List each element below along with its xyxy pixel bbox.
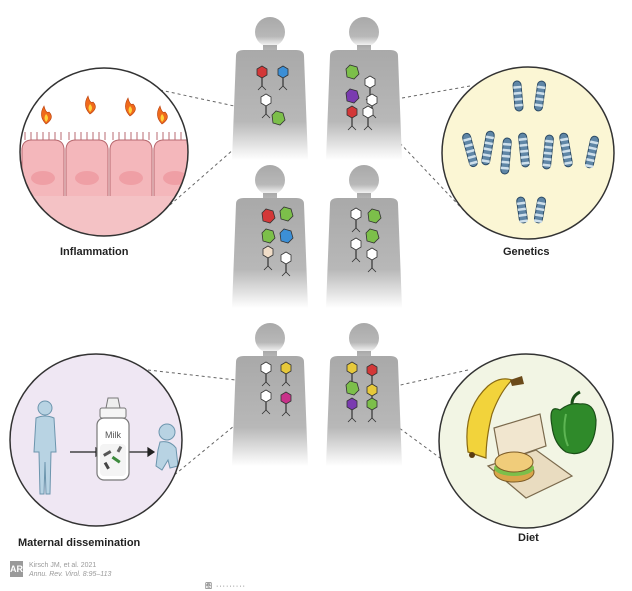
maternal-circle: Milk	[9, 353, 183, 527]
phage-icon	[262, 245, 274, 271]
phage-icon	[350, 237, 362, 263]
person-silhouette	[326, 323, 402, 466]
figure-caption: 图 ·········	[205, 583, 246, 590]
phage-icon	[260, 93, 272, 119]
phage-icon	[364, 75, 376, 101]
baby-icon	[155, 423, 179, 471]
bell-pepper-icon	[550, 390, 597, 455]
connector-lines	[147, 85, 471, 491]
intestinal-villi	[21, 132, 188, 201]
phage-icon	[366, 247, 378, 273]
person-silhouette	[326, 17, 402, 160]
chromosome-icon	[533, 80, 547, 112]
villus	[109, 132, 153, 201]
phage-icon	[280, 251, 292, 277]
chromosome-icon	[512, 80, 524, 112]
phage-icon	[346, 397, 358, 423]
phage-icon	[280, 391, 292, 417]
phage-icons	[256, 64, 382, 423]
person-silhouette	[232, 17, 308, 160]
chromosome-icon	[500, 137, 512, 175]
bottle-label: Milk	[105, 430, 121, 440]
phage-icon	[260, 361, 272, 387]
villus	[21, 132, 65, 201]
chromosome-icons	[462, 80, 599, 224]
phage-icon	[350, 207, 362, 233]
microbe-icon	[367, 208, 382, 224]
citation-authors: Kirsch JM, et al. 2021	[28, 562, 97, 569]
microbe-icon	[365, 228, 380, 244]
chromosome-icon	[584, 135, 599, 169]
genetics-label: Genetics	[503, 246, 550, 258]
flame-icon	[85, 95, 96, 115]
annual-reviews-logo: AR	[10, 561, 23, 577]
microbe-icon	[345, 64, 360, 80]
microbe-icon	[261, 208, 276, 224]
villus	[65, 132, 109, 201]
person-silhouette	[326, 165, 402, 308]
chromosome-icon	[533, 196, 547, 224]
milk-bottle-icon	[96, 397, 130, 481]
phage-icon	[277, 65, 289, 91]
microbe-icon	[279, 228, 294, 244]
citation-journal: Annu. Rev. Virol. 8:95–113	[28, 571, 112, 578]
flame-icon	[125, 97, 136, 117]
phage-icon	[366, 397, 378, 423]
banana-icon	[466, 376, 524, 459]
flame-icon	[157, 105, 168, 125]
chromosome-icon	[559, 132, 573, 168]
microbe-icon	[345, 88, 360, 104]
inflammation-label: Inflammation	[60, 246, 129, 258]
phage-icon	[362, 105, 374, 131]
phage-icon	[280, 361, 292, 387]
chromosome-icon	[516, 196, 528, 224]
phage-icon	[260, 389, 272, 415]
sandwich-box-icon	[486, 413, 574, 499]
microbe-icon	[271, 110, 286, 126]
inflammation-circle	[19, 67, 189, 237]
genetics-circle	[441, 66, 615, 240]
phage-icon	[256, 65, 268, 91]
diet-circle	[438, 353, 614, 529]
maternal-dissemination-label: Maternal dissemination	[18, 537, 141, 549]
chromosome-icon	[542, 134, 554, 170]
microbe-icon	[261, 228, 276, 244]
microbe-icon	[279, 206, 294, 222]
citation: AR Kirsch JM, et al. 2021 Annu. Rev. Vir…	[10, 561, 111, 579]
microbe-icon	[345, 380, 360, 396]
phage-icon	[346, 105, 358, 131]
flame-icon	[41, 105, 52, 125]
people-silhouettes	[232, 17, 402, 466]
chromosome-icon	[462, 132, 478, 168]
diet-label: Diet	[518, 532, 539, 544]
chromosome-icon	[481, 130, 495, 166]
flame-icons	[41, 95, 168, 125]
mother-icon	[33, 400, 57, 495]
villus	[153, 132, 188, 201]
chromosome-icon	[518, 132, 530, 168]
